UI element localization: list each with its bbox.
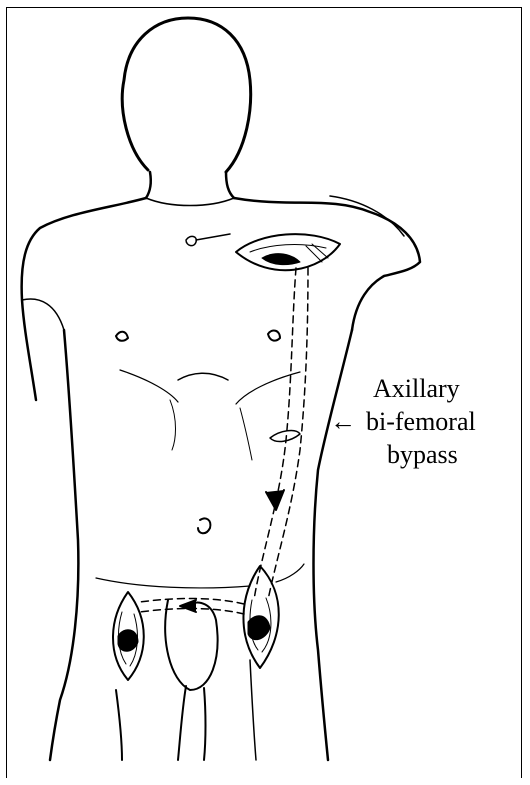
neck-knot [186, 234, 230, 246]
head-outline [122, 18, 250, 172]
procedure-label: Axillary ← bi-femoral bypass [330, 372, 530, 471]
neck-outline [146, 172, 234, 198]
crossover-arrowhead-left [180, 600, 196, 612]
genital-outline [165, 600, 217, 690]
right-femoral-incision [243, 566, 278, 668]
label-line-2-text: bi-femoral [366, 407, 476, 436]
right-shoulder-arm [234, 198, 420, 330]
tunnel-marker [270, 431, 300, 442]
right-nipple [268, 331, 280, 341]
left-shoulder-arm [22, 198, 146, 400]
left-femoral-incision [113, 592, 144, 680]
label-line-3: bypass [330, 438, 530, 471]
graft-tunnel-right-line [268, 268, 308, 600]
axillary-incision [236, 234, 340, 270]
left-torso-side [50, 330, 78, 760]
label-line-2: ← bi-femoral [330, 405, 530, 438]
pointer-arrow-icon: ← [330, 407, 356, 436]
navel [198, 518, 210, 533]
left-nipple [116, 332, 128, 341]
graft-arrowhead-down [266, 490, 284, 510]
label-line-1: Axillary [330, 372, 530, 405]
